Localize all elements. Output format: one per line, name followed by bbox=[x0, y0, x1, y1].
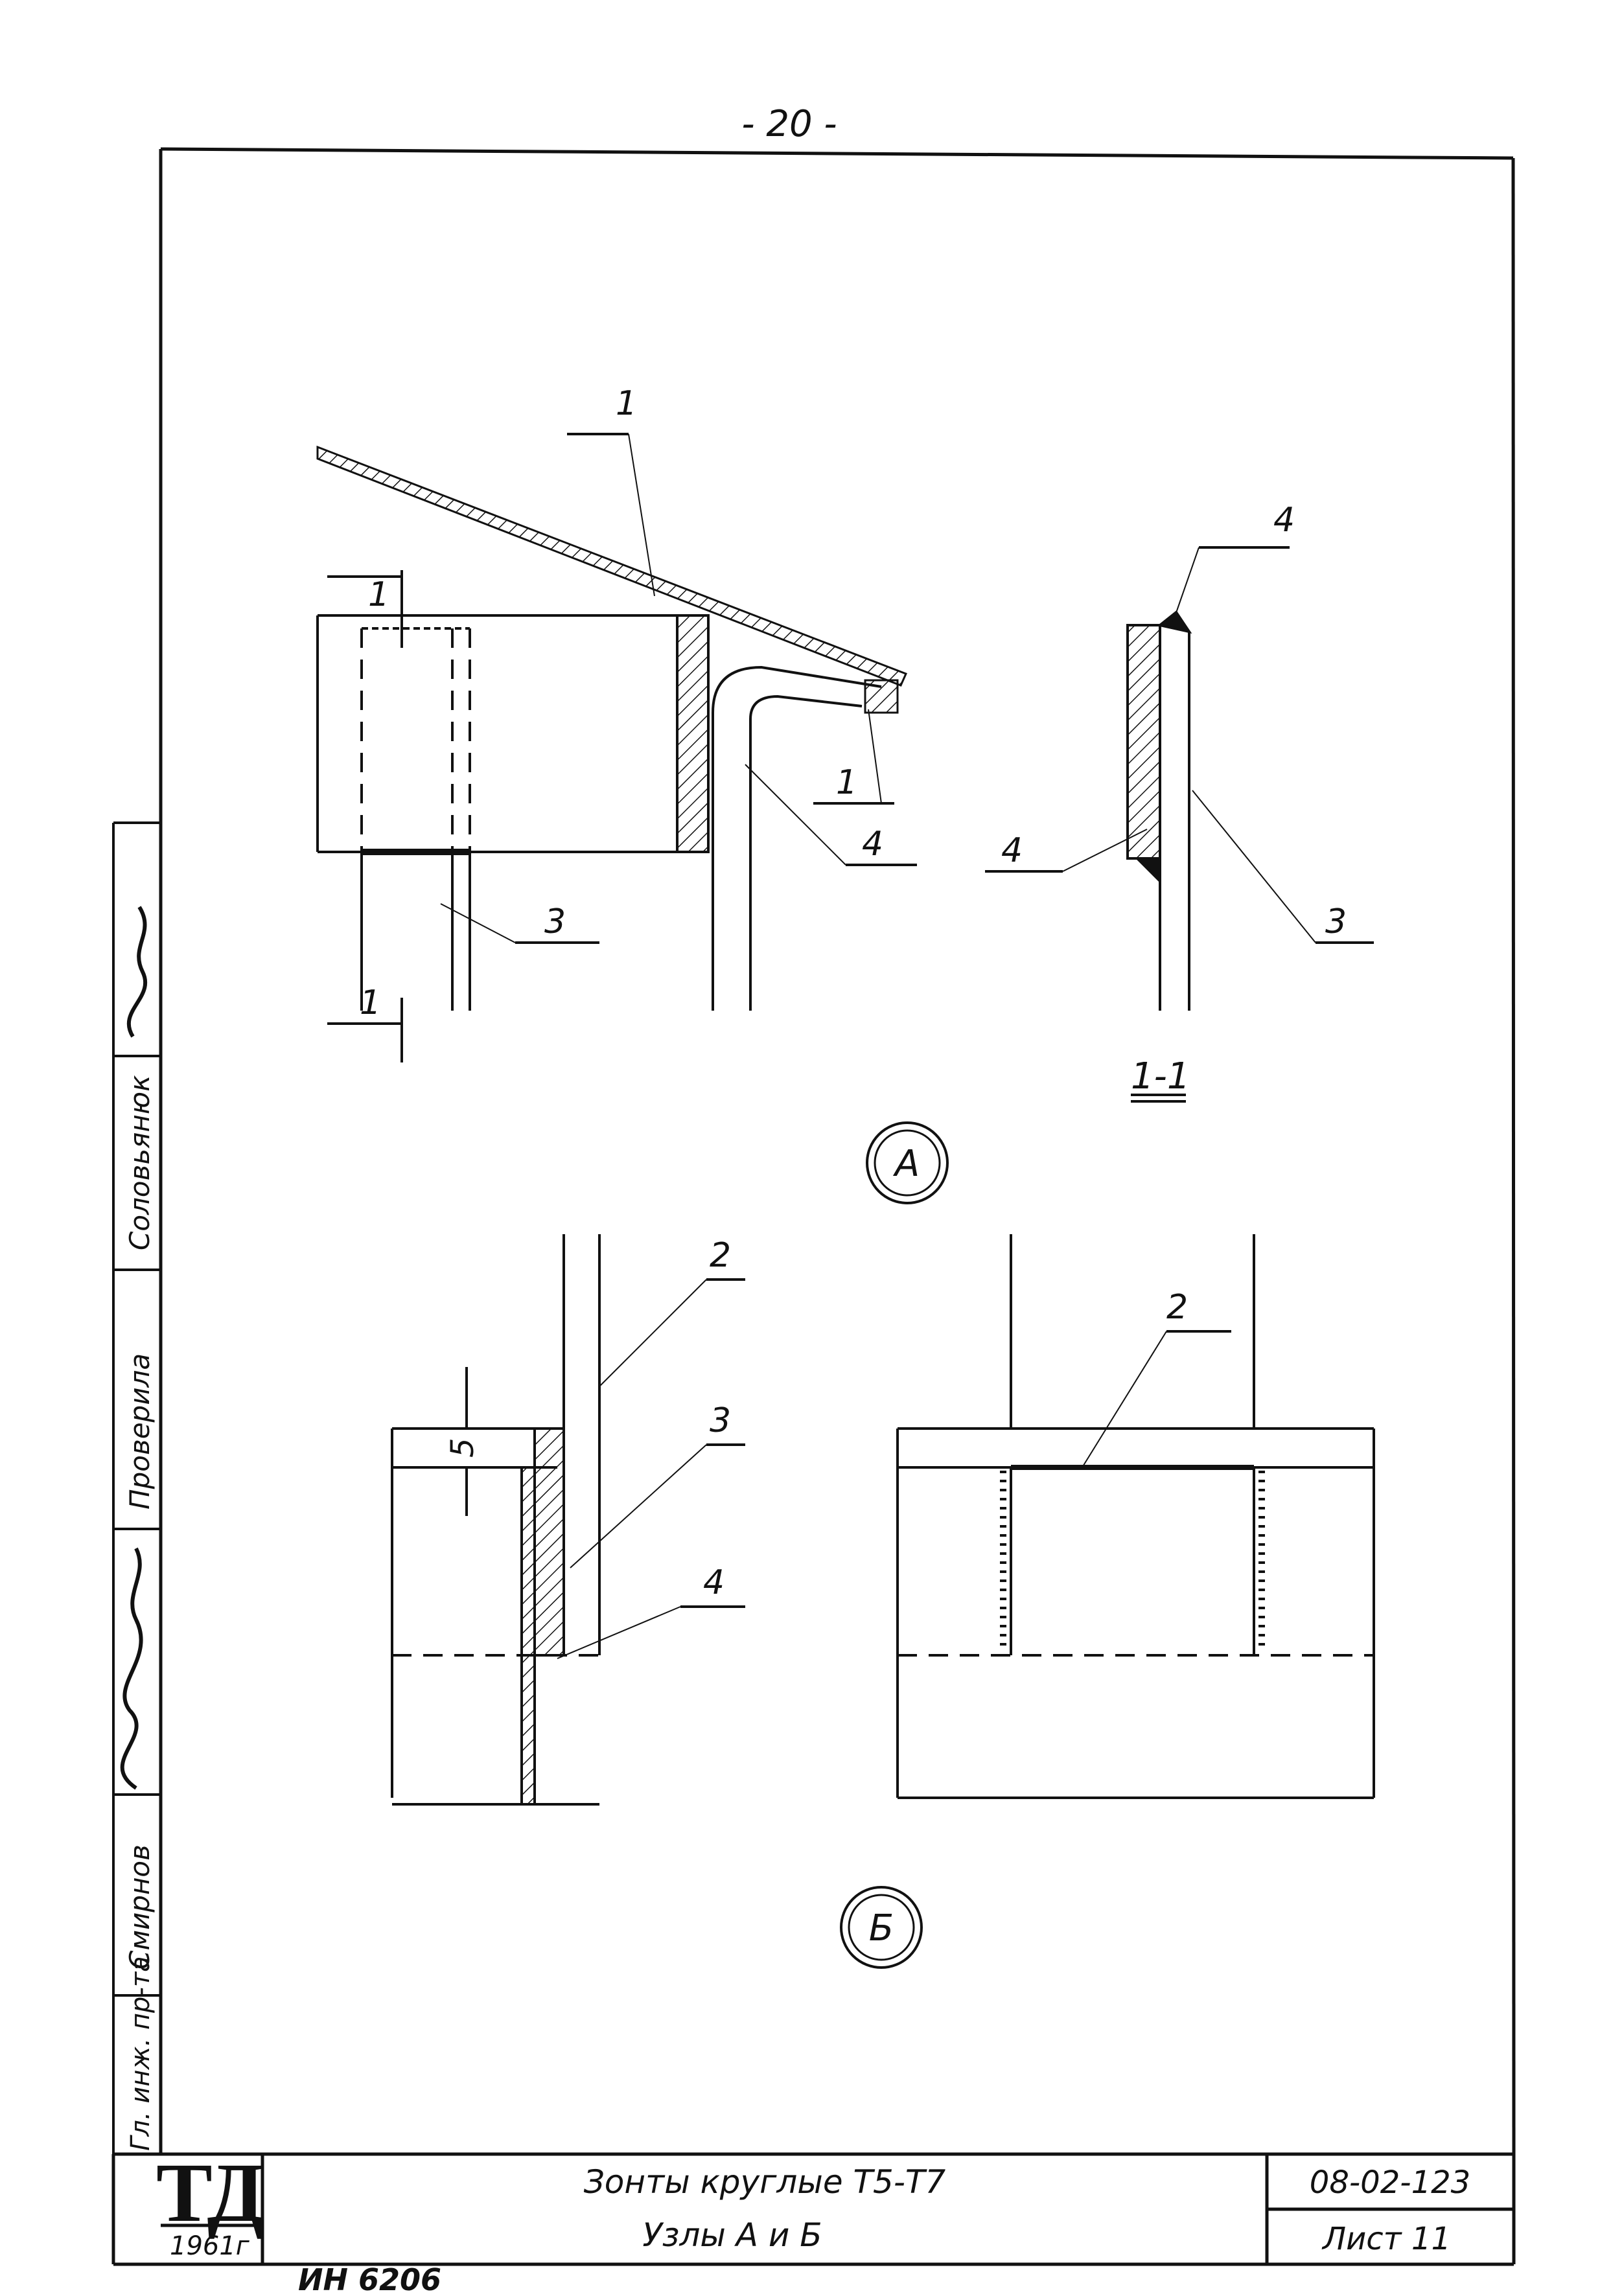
signature-1 bbox=[126, 906, 148, 1038]
side-row2: Смирнов bbox=[124, 1844, 156, 1969]
stamp-year: 1961г bbox=[170, 2231, 250, 2261]
callout-left-3: 3 bbox=[710, 1401, 731, 1440]
node-b-right-view bbox=[896, 1234, 1375, 1799]
roof-plate bbox=[316, 445, 908, 687]
node-a-elevation bbox=[316, 433, 917, 1062]
callout-section-weld: 4 bbox=[1001, 831, 1023, 870]
callout-section-top: 4 bbox=[1273, 501, 1295, 540]
stamp-code: 08-02-123 bbox=[1310, 2164, 1470, 2201]
side-row1: Гл. инж. пр-та bbox=[126, 1956, 156, 2151]
stamp-logo: ТД bbox=[156, 2146, 265, 2240]
callout-roof: 1 bbox=[616, 384, 637, 423]
node-b-label: Б bbox=[869, 1907, 894, 1949]
side-signature-column bbox=[112, 821, 161, 2264]
callout-cut-top: 1 bbox=[368, 575, 389, 614]
callout-left-2: 2 bbox=[710, 1236, 731, 1275]
node-b-left-view bbox=[391, 1234, 745, 1806]
section-1-1 bbox=[985, 546, 1374, 1103]
drawing-frame bbox=[113, 147, 1516, 2156]
signature-2 bbox=[120, 1547, 143, 1790]
callout-cut-right: 1 bbox=[836, 763, 857, 802]
callout-bent-rod: 4 bbox=[862, 825, 883, 864]
section-label: 1-1 bbox=[1131, 1055, 1190, 1097]
node-b-marker: Б bbox=[840, 1886, 923, 1969]
callout-left-4: 4 bbox=[703, 1563, 725, 1602]
stamp-title-line1: Зонты круглые Т5-Т7 bbox=[584, 2163, 946, 2201]
callout-right-2: 2 bbox=[1166, 1288, 1188, 1327]
inventory-number: ИН 6206 bbox=[298, 2262, 441, 2296]
page-number: - 20 - bbox=[741, 103, 837, 145]
side-row3: Проверила bbox=[124, 1353, 156, 1510]
stamp-title-line2: Узлы А и Б bbox=[642, 2216, 822, 2254]
callout-post: 3 bbox=[544, 902, 566, 941]
node-a-marker: А bbox=[866, 1121, 949, 1204]
callout-section-post: 3 bbox=[1325, 902, 1347, 941]
callout-cut-bottom: 1 bbox=[360, 983, 381, 1022]
node-a-label: А bbox=[893, 1143, 920, 1185]
dimension-5: 5 bbox=[445, 1438, 481, 1458]
stamp-sheet: Лист 11 bbox=[1321, 2221, 1451, 2257]
side-row4: Соловьянюк bbox=[124, 1075, 156, 1250]
